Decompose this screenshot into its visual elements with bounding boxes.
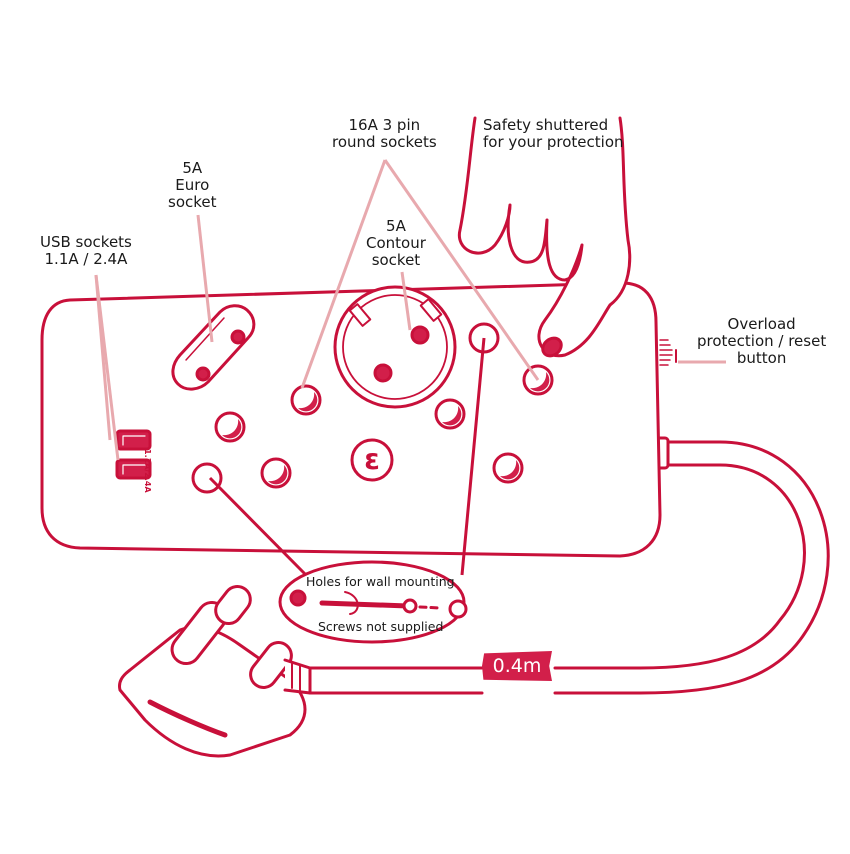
- callout-safety-line2: for your protection: [483, 133, 624, 151]
- mounting-holes-label: Holes for wall mounting: [306, 574, 455, 589]
- plug-icon: [118, 584, 312, 758]
- contour-socket[interactable]: [333, 285, 457, 409]
- callout-usb-line2: 1.1A / 2.4A: [44, 250, 128, 268]
- hand-icon: [457, 116, 632, 358]
- callout-contour-line2: Contour: [366, 234, 426, 252]
- screws-label: Screws not supplied: [318, 619, 444, 634]
- callout-euro: 5A Euro socket: [168, 160, 217, 211]
- socket-shutter: [222, 419, 242, 439]
- logo-letter: ε: [364, 443, 380, 476]
- reset-button-icon[interactable]: [659, 339, 677, 366]
- callout-overload: Overload protection / reset button: [697, 316, 826, 367]
- callout-overload-line2: protection / reset: [697, 332, 827, 350]
- callout-overload-line3: button: [736, 349, 787, 367]
- usb-port-icon[interactable]: [115, 429, 152, 480]
- socket-shutter: [268, 465, 288, 485]
- callout-contour-line3: socket: [371, 251, 421, 269]
- callout-euro-line1: 5A: [182, 159, 203, 177]
- callout-euro-line2: Euro: [175, 176, 210, 194]
- mounting-callout: [278, 560, 468, 644]
- callout-overload-line1: Overload: [727, 315, 796, 333]
- usb-port-label: 1.1A/2.4A: [143, 449, 152, 493]
- round-socket-holes: [191, 322, 554, 494]
- leader-lines: [94, 159, 726, 461]
- callout-safety-line1: Safety shuttered: [483, 116, 609, 134]
- socket-shutter: [298, 392, 318, 412]
- callout-round-line1: 16A 3 pin: [348, 116, 421, 134]
- socket-shutter: [442, 406, 462, 426]
- socket-hole: [191, 462, 223, 494]
- callout-usb: USB sockets 1.1A / 2.4A: [40, 234, 132, 268]
- callout-usb-line1: USB sockets: [40, 233, 132, 251]
- logo-icon: [350, 438, 394, 482]
- cord-length-badge: 0.4m: [482, 651, 552, 681]
- callout-round: 16A 3 pin round sockets: [332, 117, 437, 151]
- callout-euro-line3: socket: [168, 193, 217, 211]
- socket-shutter: [530, 372, 550, 392]
- callout-contour: 5A Contour socket: [366, 218, 426, 269]
- screw-icon: [319, 591, 468, 619]
- callout-contour-line1: 5A: [386, 217, 406, 235]
- callout-safety: Safety shuttered for your protection: [483, 117, 624, 151]
- socket-shutter: [500, 460, 520, 480]
- mounting-leaders: [208, 337, 486, 577]
- callout-round-line2: round sockets: [332, 133, 437, 151]
- euro-socket[interactable]: [171, 304, 256, 391]
